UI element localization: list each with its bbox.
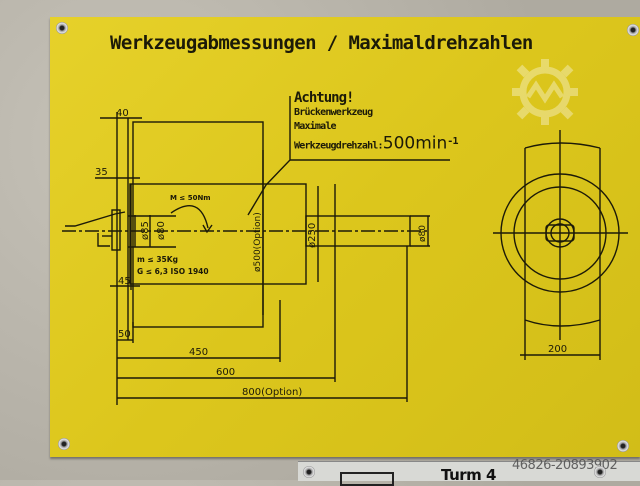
dim-dia-80-inner: ø80 <box>156 221 167 240</box>
max-speed-value: 500min <box>382 133 448 154</box>
yellow-sign-plate <box>50 17 640 457</box>
warning-line-1: Brückenwerkzeug <box>294 107 373 118</box>
gear-logo-icon <box>512 59 578 125</box>
dim-50: 50 <box>118 329 131 340</box>
warning-line-2: Maximale <box>294 121 337 132</box>
screw-icon <box>56 22 68 34</box>
screw-icon <box>594 466 606 478</box>
screw-icon <box>627 24 639 36</box>
dim-dia-500-option: ø500(Option) <box>253 212 263 272</box>
dim-200: 200 <box>548 344 567 355</box>
screw-icon <box>617 440 629 452</box>
dim-600: 600 <box>216 367 235 378</box>
dim-dia-80-shaft: ø80 <box>418 225 428 242</box>
dim-800-option: 800(Option) <box>242 387 302 398</box>
dim-40: 40 <box>116 108 129 119</box>
turret-label-plate <box>298 461 640 481</box>
balance-grade-label: G ≤ 6,3 ISO 1940 <box>137 267 209 276</box>
listing-watermark: 46826-20893902 <box>512 458 618 473</box>
dim-dia-85: ø85 <box>140 221 151 240</box>
dim-35: 35 <box>95 167 108 178</box>
dim-45: 45 <box>118 276 131 287</box>
screw-icon <box>58 438 70 450</box>
torque-label: M ≤ 50Nm <box>170 194 211 202</box>
warning-block: Achtung! Brückenwerkzeug Maximale Werkze… <box>294 90 459 154</box>
speed-exponent: -1 <box>447 136 458 147</box>
dim-450: 450 <box>189 347 208 358</box>
mass-label: m ≤ 35Kg <box>137 255 178 264</box>
warning-heading: Achtung! <box>294 90 354 106</box>
warning-line-3: Werkzeugdrehzahl: <box>294 140 384 152</box>
dim-dia-250: ø250 <box>307 223 318 248</box>
screw-icon <box>303 466 315 478</box>
sign-title: Werkzeugabmessungen / Maximaldrehzahlen <box>110 32 533 54</box>
